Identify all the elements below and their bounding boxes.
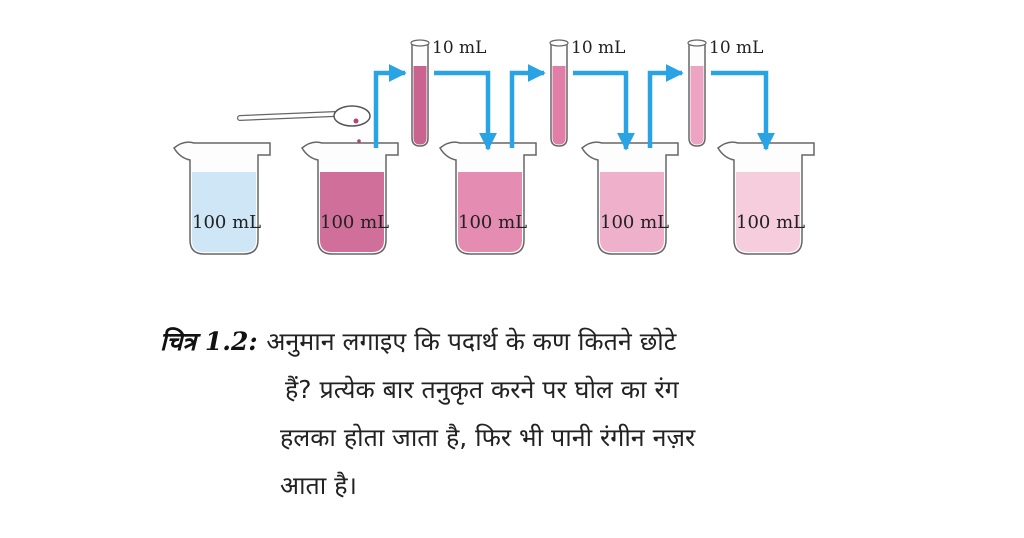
beaker-volume-label: 100 mL bbox=[736, 212, 805, 233]
test-tube-1: 10 mL bbox=[410, 38, 486, 147]
beaker-volume-label: 100 mL bbox=[458, 212, 527, 233]
figure-number: 1.2: bbox=[204, 327, 258, 356]
figure-caption: चित्र 1.2: अनुमान लगाइए कि पदार्थ के कण … bbox=[160, 318, 860, 510]
test-tube-3: 10 mL bbox=[687, 38, 763, 147]
beaker-dilution-2: 100 mL bbox=[581, 141, 679, 255]
beaker-volume-label: 100 mL bbox=[320, 212, 389, 233]
dilution-diagram: 100 mL 100 mL 100 mL 100 mL 100 mL 10 mL… bbox=[173, 38, 815, 255]
transfer-arrow bbox=[434, 70, 497, 151]
transfer-arrow bbox=[509, 64, 546, 148]
transfer-arrow bbox=[373, 64, 407, 148]
caption-line-2: हैं? प्रत्येक बार तनुकृत करने पर घोल का … bbox=[285, 375, 679, 404]
caption-line-3: हलका होता जाता है, फिर भी पानी रंगीन नज़… bbox=[280, 423, 696, 452]
test-tube-volume-label: 10 mL bbox=[709, 38, 763, 58]
test-tube-volume-label: 10 mL bbox=[432, 38, 486, 58]
caption-line-4: आता है। bbox=[280, 471, 357, 500]
beaker-dye: 100 mL bbox=[301, 141, 399, 255]
transfer-arrow bbox=[711, 70, 775, 151]
beaker-water: 100 mL bbox=[173, 141, 271, 255]
test-tube-2: 10 mL bbox=[549, 38, 625, 147]
beaker-dilution-3: 100 mL bbox=[717, 141, 815, 255]
beaker-volume-label: 100 mL bbox=[600, 212, 669, 233]
caption-line-1: चित्र 1.2: अनुमान लगाइए कि पदार्थ के कण … bbox=[160, 318, 860, 366]
test-tube-volume-label: 10 mL bbox=[571, 38, 625, 58]
spoon-icon bbox=[237, 105, 371, 143]
beaker-dilution-1: 100 mL bbox=[439, 141, 537, 255]
caption-text: अनुमान लगाइए कि पदार्थ के कण कितने छोटे bbox=[266, 327, 677, 356]
figure-label-word: चित्र bbox=[160, 327, 197, 356]
beaker-volume-label: 100 mL bbox=[192, 212, 261, 233]
figure-label: चित्र 1.2: bbox=[160, 327, 266, 356]
transfer-arrow bbox=[647, 64, 684, 148]
transfer-arrow bbox=[573, 70, 635, 151]
